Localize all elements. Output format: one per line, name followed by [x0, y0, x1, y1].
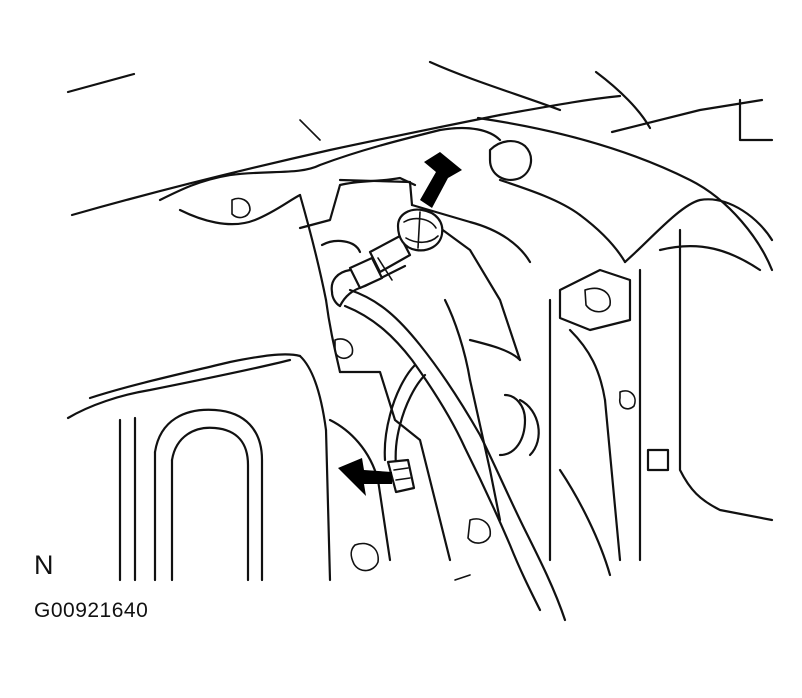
ground-terminal: [348, 234, 412, 290]
engine-block: [158, 126, 774, 577]
lower-cover: [66, 119, 492, 582]
view-letter-label: N: [34, 550, 54, 580]
wire-clamp: [386, 458, 416, 494]
figure-code-label: G00921640: [34, 599, 149, 622]
upper-body-panel: [66, 60, 774, 272]
ground-bolt: [396, 208, 444, 252]
ground-cable: [330, 250, 567, 622]
lower-arrow: [338, 458, 392, 496]
upper-arrow: [420, 152, 462, 208]
